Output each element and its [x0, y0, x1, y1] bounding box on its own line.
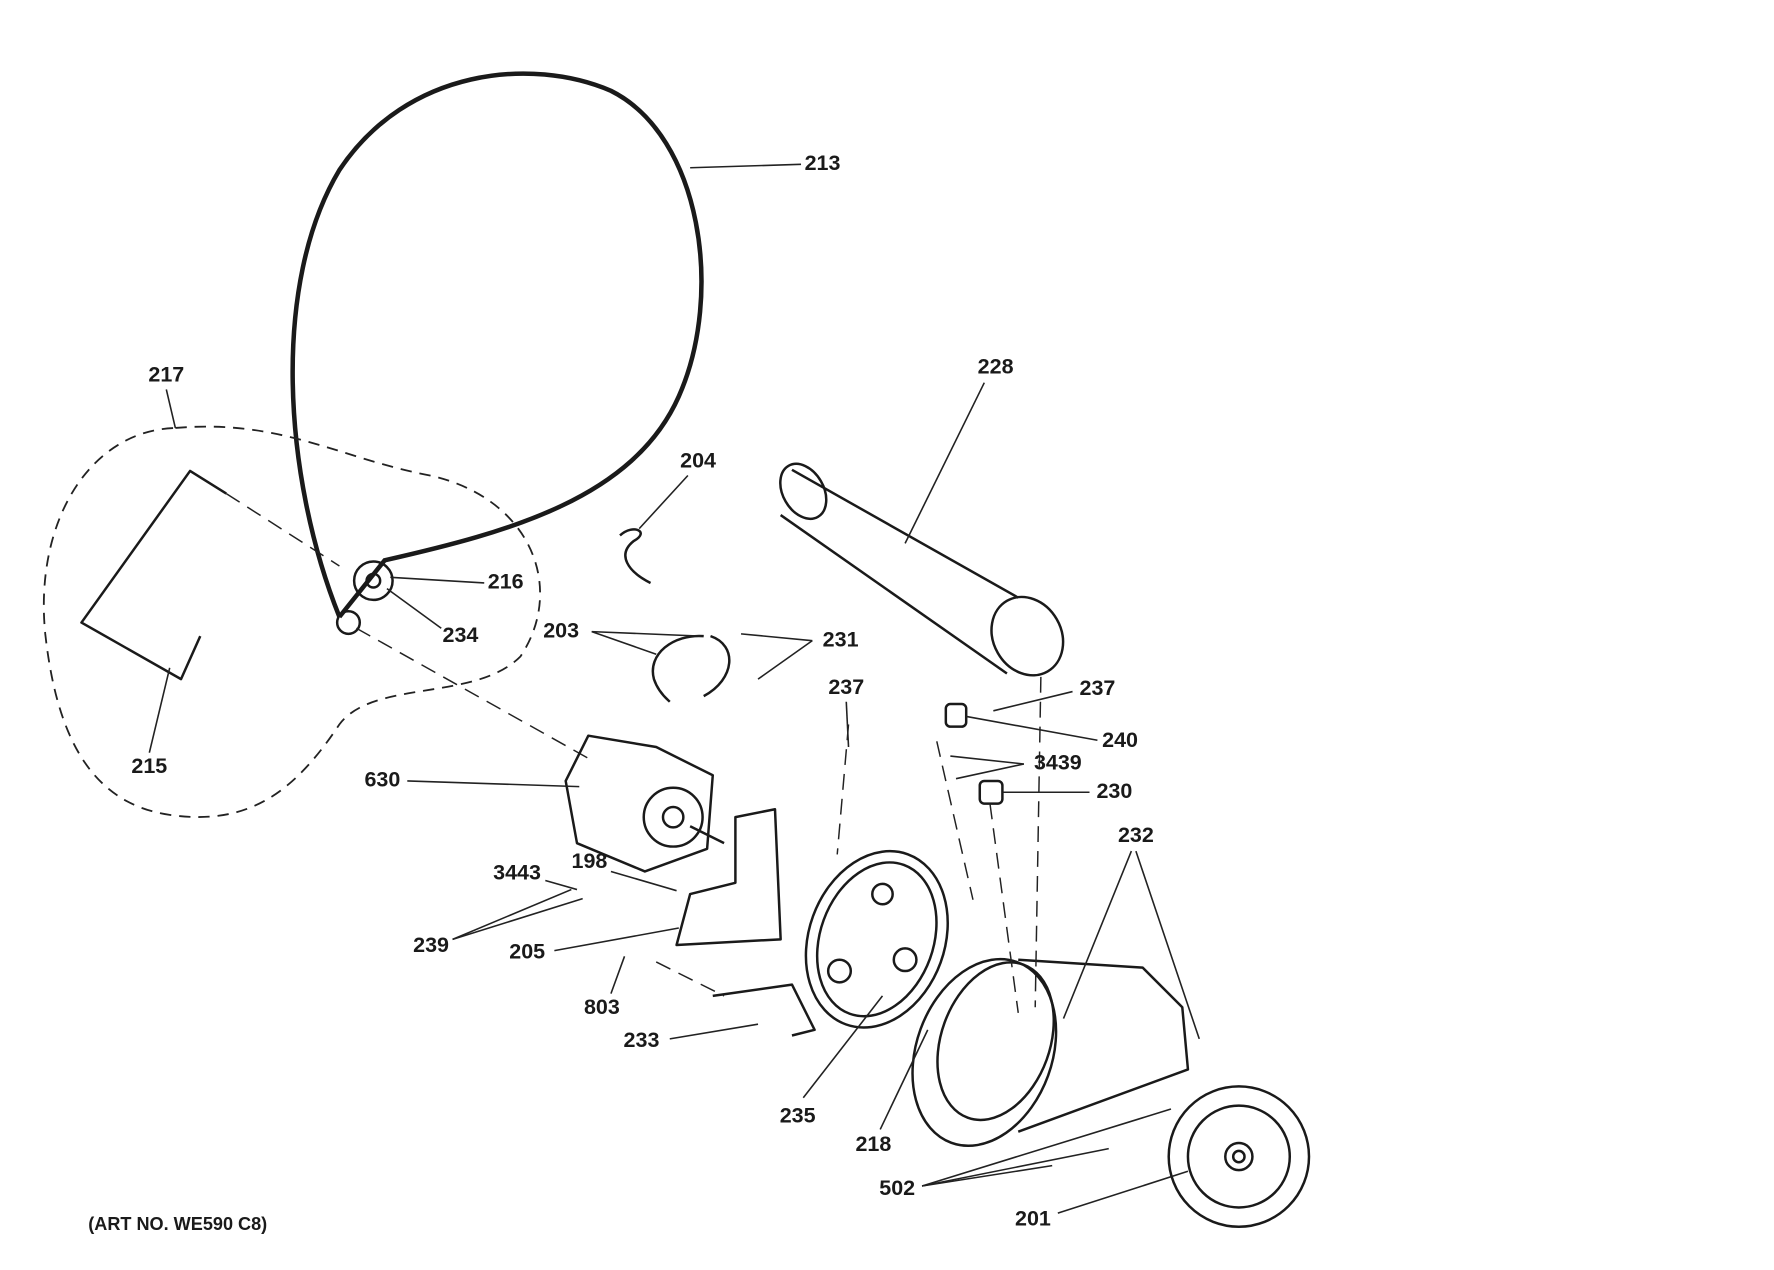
label-198: 198	[572, 849, 608, 873]
label-203: 203	[543, 618, 579, 642]
thermostat-240	[944, 702, 968, 728]
label-630: 630	[364, 768, 400, 792]
label-231: 231	[823, 627, 859, 651]
label-216: 216	[488, 570, 524, 594]
leader-lines	[148, 163, 1201, 1214]
label-803: 803	[584, 995, 620, 1019]
label-237-left: 237	[828, 675, 864, 699]
blower-housing-235	[804, 849, 949, 1029]
label-234: 234	[443, 623, 479, 647]
label-215: 215	[131, 754, 167, 778]
label-213: 213	[805, 151, 841, 175]
label-237-right: 237	[1080, 676, 1116, 700]
motor-bracket-205	[675, 807, 782, 947]
duct-228	[779, 462, 1065, 677]
label-204: 204	[680, 449, 716, 473]
label-218: 218	[855, 1132, 891, 1156]
label-233: 233	[624, 1028, 660, 1052]
idler-assembly-outline-217	[43, 425, 542, 818]
label-228: 228	[978, 355, 1014, 379]
motor-630	[564, 734, 725, 873]
drive-belt-213	[290, 71, 704, 619]
label-230: 230	[1096, 779, 1132, 803]
label-239: 239	[413, 933, 449, 957]
motor-base-233	[712, 983, 816, 1037]
clamp-203b	[703, 634, 731, 698]
clamp-203a	[651, 634, 704, 703]
label-201: 201	[1015, 1207, 1051, 1231]
art-number: (ART NO. WE590 C8)	[88, 1214, 267, 1234]
label-3439: 3439	[1034, 751, 1082, 775]
label-217: 217	[148, 363, 184, 387]
blower-drum-218	[911, 957, 1190, 1148]
clip-204	[619, 528, 652, 585]
idler-spring-215	[80, 469, 227, 681]
label-502: 502	[879, 1176, 915, 1200]
idler-pulley-216	[352, 560, 394, 602]
label-205: 205	[509, 940, 545, 964]
idler-wheel-234	[335, 609, 362, 636]
label-3443: 3443	[493, 860, 541, 884]
thermistor-230	[978, 779, 1004, 805]
label-240: 240	[1102, 728, 1138, 752]
label-235: 235	[780, 1104, 816, 1128]
label-232: 232	[1118, 823, 1154, 847]
blower-wheel-201	[1167, 1085, 1311, 1228]
